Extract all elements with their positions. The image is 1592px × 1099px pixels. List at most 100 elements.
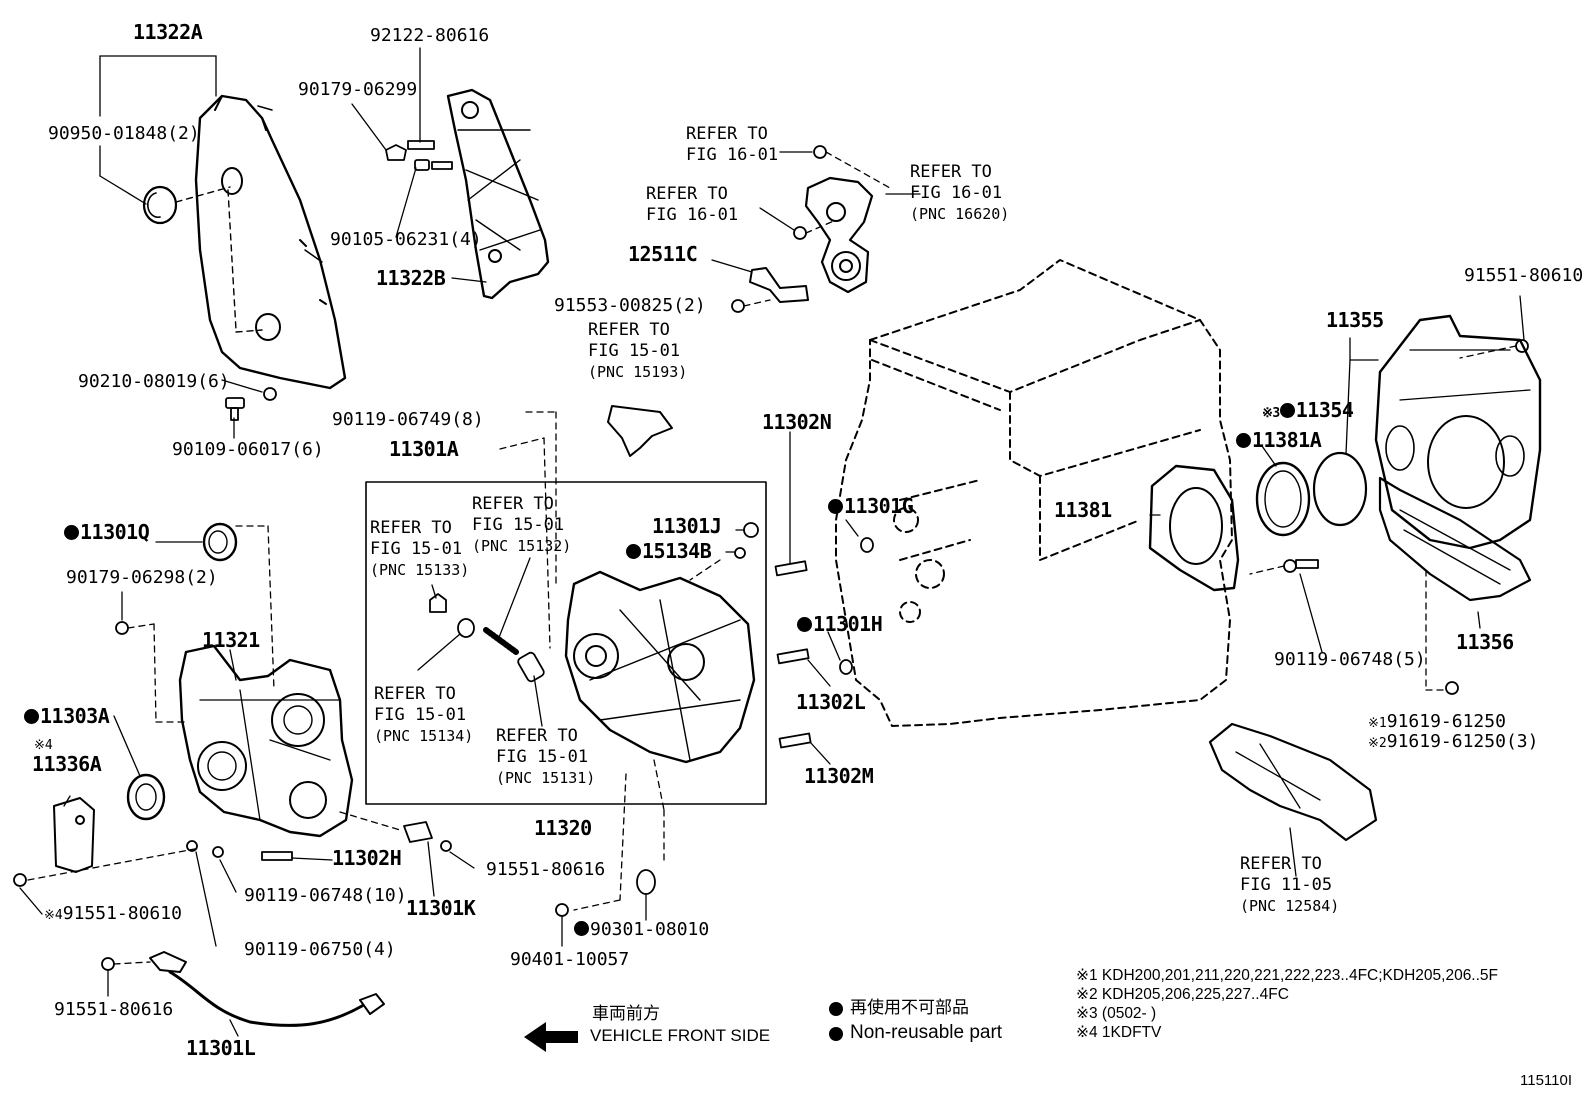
part-label-90950-01848[interactable]: 90950-01848(2): [48, 123, 200, 144]
part-label-11302h[interactable]: 11302H: [332, 846, 402, 870]
oil-pump-housing: [564, 570, 756, 764]
leader-line-baffle: [1289, 827, 1297, 877]
applicability-notes: ※1 KDH200,201,211,220,221,222,223..4FC;K…: [1076, 966, 1498, 1042]
timing-cover-plate: [446, 88, 550, 300]
part-label-11381[interactable]: 11381: [1054, 498, 1112, 522]
part-label-90301-08010[interactable]: 90301-08010: [574, 920, 709, 940]
part-label-90119-06748-10[interactable]: 90119-06748(10): [244, 885, 407, 906]
refer-line1: REFER TO: [588, 320, 670, 340]
part-label-90179-06298[interactable]: 90179-06298(2): [66, 567, 218, 588]
note-mark-4-11336a: ※4: [34, 738, 53, 753]
refer-to-fig-11-05-pnc-12584[interactable]: REFER TO FIG 11-05 (PNC 12584): [1240, 854, 1339, 917]
part-label-11322a[interactable]: 11322A: [133, 20, 203, 44]
refer-to-fig-15-01-pnc-15134[interactable]: REFER TO FIG 15-01 (PNC 15134): [374, 684, 473, 747]
part-label-90109-06017[interactable]: 90109-06017(6): [172, 439, 324, 460]
assembly-lines-left: [27, 525, 401, 881]
leader-lines-right: [1149, 295, 1525, 653]
part-label-91551-80616-a[interactable]: 91551-80616: [486, 859, 606, 880]
sensor-cover-11336a: [53, 797, 95, 873]
part-label-11336a[interactable]: 11336A: [32, 752, 102, 776]
oil-seal-90950: [142, 185, 178, 225]
part-label-90105-06231[interactable]: 90105-06231(4): [330, 229, 482, 250]
part-label-11302n[interactable]: 11302N: [762, 410, 832, 434]
refer-line1: REFER TO: [370, 518, 452, 538]
part-label-11301j[interactable]: 11301J: [652, 514, 722, 538]
refer-line2: FIG 15-01: [496, 747, 589, 767]
refer-line1: REFER TO: [496, 726, 578, 746]
part-label-90401-10057[interactable]: 90401-10057: [510, 949, 630, 970]
part-label-91553-00825[interactable]: 91553-00825(2): [554, 295, 706, 316]
part-label-11320[interactable]: 11320: [534, 816, 592, 840]
part-label-11301h[interactable]: 11301H: [797, 614, 883, 634]
front-case: [178, 644, 354, 838]
assembly-lines-top-left: [175, 186, 263, 333]
vehicle-front-arrow: [524, 1022, 578, 1052]
gasket-11354: [1312, 451, 1368, 527]
part-label-11301l[interactable]: 11301L: [186, 1036, 256, 1060]
part-label-92122-80616[interactable]: 92122-80616: [370, 25, 490, 46]
refer-line2: FIG 11-05: [1240, 875, 1333, 895]
part-label-90119-06750[interactable]: 90119-06750(4): [244, 939, 396, 960]
non-reusable-dot: [626, 544, 641, 559]
part-label-11301q[interactable]: 11301Q: [64, 522, 150, 542]
non-reusable-dot: [1236, 433, 1251, 448]
part-label-11355[interactable]: 11355: [1326, 308, 1384, 332]
refer-pnc: (PNC 15131): [496, 769, 596, 787]
oil-pump-group-box: [365, 481, 767, 805]
part-label-11301a[interactable]: 11301A: [389, 437, 459, 461]
leader-lines-upper: [351, 47, 487, 283]
note-1: ※1 KDH200,201,211,220,221,222,223..4FC;K…: [1076, 967, 1499, 984]
refer-to-fig-15-01-pnc-15132[interactable]: REFER TO FIG 15-01 (PNC 15132): [472, 494, 571, 557]
assembly-lines-right: [1249, 345, 1517, 691]
part-label-11301k[interactable]: 11301K: [406, 896, 476, 920]
bracket-12511c: [749, 267, 809, 303]
refer-line2: FIG 16-01: [910, 183, 1003, 203]
refer-to-fig-15-01-pnc-15133[interactable]: REFER TO FIG 15-01 (PNC 15133): [370, 518, 469, 581]
legend-vehicle-front-jp: 車両前方: [592, 1004, 660, 1023]
refer-line1: REFER TO: [1240, 854, 1322, 874]
oil-seal-11303a: [126, 773, 166, 821]
bolts-upper: [385, 140, 453, 171]
part-label-91551-80610-b[interactable]: ※491551-80610: [44, 903, 182, 924]
refer-to-fig-16-01-b[interactable]: REFER TO FIG 16-01: [646, 184, 738, 226]
part-label-11381a[interactable]: 11381A: [1236, 430, 1322, 450]
refer-to-fig-16-01-pnc-16620[interactable]: REFER TO FIG 16-01 (PNC 16620): [910, 162, 1009, 225]
note-2: ※2 KDH205,206,225,227..4FC: [1076, 986, 1289, 1003]
part-label-91619-61250[interactable]: ※191619-61250: [1368, 711, 1506, 732]
part-label-90179-06299[interactable]: 90179-06299: [298, 79, 418, 100]
small-parts-left: [13, 621, 452, 887]
part-label-11303a[interactable]: 11303A: [24, 706, 110, 726]
part-label-11356[interactable]: 11356: [1456, 630, 1514, 654]
oil-pump-parts: [429, 522, 759, 683]
part-label-90119-06748-5[interactable]: 90119-06748(5): [1274, 649, 1426, 670]
note-3: ※3 (0502- ): [1076, 1005, 1157, 1022]
part-label-90210-08019[interactable]: 90210-08019(6): [78, 371, 230, 392]
studs-block: [774, 560, 812, 749]
part-label-91551-80616-b[interactable]: 91551-80616: [54, 999, 174, 1020]
part-label-91619-61250-3[interactable]: ※291619-61250(3): [1368, 731, 1539, 752]
non-reusable-dot: [574, 921, 589, 936]
part-label-11322b[interactable]: 11322B: [376, 266, 446, 290]
refer-line2: FIG 15-01: [370, 539, 463, 559]
timing-cover-upper: [194, 94, 347, 390]
part-label-91551-80610-a[interactable]: 91551-80610: [1464, 265, 1584, 286]
legend-dot-2: [829, 1027, 843, 1041]
refer-pnc: (PNC 15193): [588, 363, 688, 381]
refer-to-fig-16-01-a[interactable]: REFER TO FIG 16-01: [686, 124, 778, 166]
part-label-12511c[interactable]: 12511C: [628, 242, 698, 266]
part-label-11302l[interactable]: 11302L: [796, 690, 866, 714]
part-label-11321[interactable]: 11321: [202, 628, 260, 652]
legend-vehicle-front-en: VEHICLE FRONT SIDE: [590, 1026, 771, 1045]
lower-center-parts: [555, 869, 656, 947]
part-label-90119-06749[interactable]: 90119-06749(8): [332, 409, 484, 430]
non-reusable-dot: [1279, 403, 1295, 418]
refer-to-fig-15-01-pnc-15131[interactable]: REFER TO FIG 15-01 (PNC 15131): [496, 726, 595, 789]
part-label-11301g[interactable]: 11301G: [828, 496, 914, 516]
leader-lines-bracket: [711, 151, 921, 273]
part-label-15134b[interactable]: 15134B: [626, 541, 712, 561]
part-label-11302m[interactable]: 11302M: [804, 764, 874, 788]
assembly-lines-bracket: [743, 151, 891, 307]
rear-bolts: [1283, 339, 1529, 695]
refer-to-fig-15-01-pnc-15193[interactable]: REFER TO FIG 15-01 (PNC 15193): [588, 320, 687, 383]
